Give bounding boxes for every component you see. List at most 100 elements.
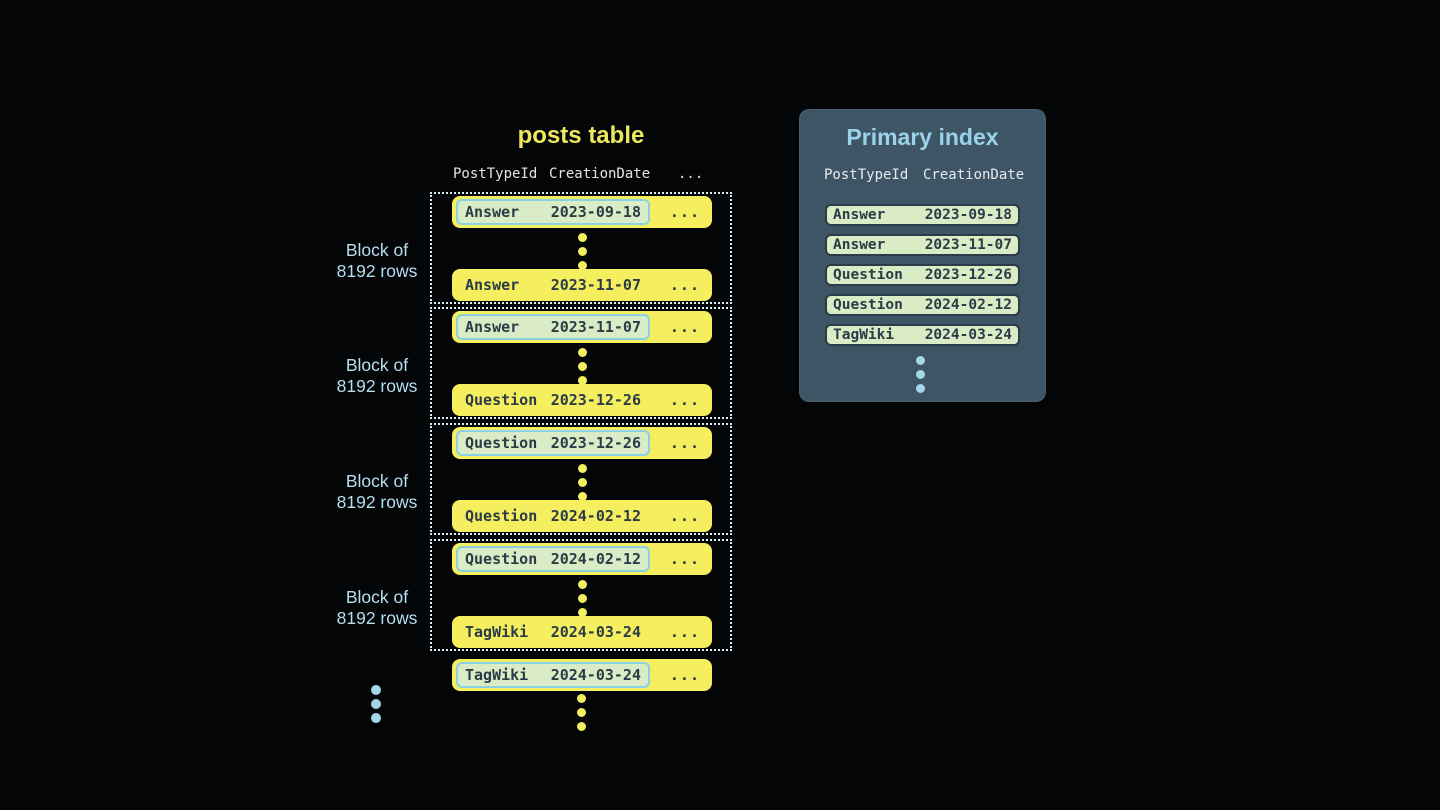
row-key-columns: TagWiki 2024-03-24 <box>456 619 650 645</box>
post-type-value: Question <box>465 550 538 568</box>
table-continues-dots <box>577 694 586 731</box>
dot <box>578 478 587 487</box>
block-label-line1: Block of <box>345 355 409 375</box>
index-key-highlight: Answer 2023-09-18 <box>456 199 650 225</box>
index-key-highlight: Answer 2023-11-07 <box>456 314 650 340</box>
post-type-value: Question <box>465 391 538 409</box>
dot <box>916 384 925 393</box>
creation-date-value: 2023-12-26 <box>550 391 641 409</box>
index-row: Answer 2023-09-18 <box>825 204 1020 226</box>
primary-index-title: Primary index <box>846 124 999 150</box>
post-type-value: Answer <box>465 276 520 294</box>
creation-date-value: 2023-11-07 <box>924 237 1012 253</box>
creation-date-value: 2024-02-12 <box>924 297 1012 313</box>
index-key-highlight: Question 2024-02-12 <box>456 546 650 572</box>
rows-ellipsis-dots <box>578 464 587 501</box>
dot <box>578 608 587 617</box>
post-type-value: Question <box>833 297 903 313</box>
row-key-columns: Question 2024-02-12 <box>456 503 650 529</box>
row-more-columns: ... <box>669 507 700 525</box>
column-header-more: ... <box>678 166 704 182</box>
dot <box>578 580 587 589</box>
creation-date-value: 2024-03-24 <box>550 623 641 641</box>
dot <box>578 492 587 501</box>
row-more-columns: ... <box>669 666 700 684</box>
posts-table-column-headers: PostTypeId CreationDate ... <box>452 166 732 184</box>
post-type-value: Answer <box>833 207 886 223</box>
dot <box>578 348 587 357</box>
block-2: Answer 2023-11-07 ... Question 2023-12-2… <box>430 307 732 419</box>
table-row-first: Answer 2023-09-18 ... <box>452 196 712 228</box>
index-continues-dots <box>916 356 925 393</box>
block-3: Question 2023-12-26 ... Question 2024-02… <box>430 423 732 535</box>
rows-ellipsis-dots <box>578 233 587 270</box>
block-label-line2: 8192 rows <box>336 492 418 512</box>
table-row-last: Question 2023-12-26 ... <box>452 384 712 416</box>
table-row-last: Answer 2023-11-07 ... <box>452 269 712 301</box>
post-type-value: Question <box>833 267 903 283</box>
dot <box>577 708 586 717</box>
column-header-creationdate: CreationDate <box>549 166 651 182</box>
block-label-line1: Block of <box>345 240 409 260</box>
dot <box>578 594 587 603</box>
table-row-first: Question 2023-12-26 ... <box>452 427 712 459</box>
row-more-columns: ... <box>669 434 700 452</box>
column-header-posttypeid: PostTypeId <box>824 167 909 183</box>
block-1: Answer 2023-09-18 ... Answer 2023-11-07 … <box>430 192 732 304</box>
index-key-highlight: TagWiki 2024-03-24 <box>456 662 650 688</box>
creation-date-value: 2024-02-12 <box>550 507 641 525</box>
creation-date-value: 2023-11-07 <box>550 318 641 336</box>
dot <box>577 722 586 731</box>
block-4-label: Block of 8192 rows <box>317 587 437 629</box>
posts-table-title: posts table <box>517 122 645 149</box>
blocks-continue-dots <box>371 685 381 723</box>
row-more-columns: ... <box>669 623 700 641</box>
index-row: Answer 2023-11-07 <box>825 234 1020 256</box>
row-more-columns: ... <box>669 391 700 409</box>
dot <box>578 233 587 242</box>
block-label-line2: 8192 rows <box>336 608 418 628</box>
dot <box>578 261 587 270</box>
dot <box>916 356 925 365</box>
post-type-value: Question <box>465 507 538 525</box>
block-label-line2: 8192 rows <box>336 261 418 281</box>
dot <box>371 685 381 695</box>
creation-date-value: 2023-09-18 <box>550 203 641 221</box>
post-type-value: TagWiki <box>465 623 529 641</box>
block-3-label: Block of 8192 rows <box>317 471 437 513</box>
row-more-columns: ... <box>669 276 700 294</box>
dot <box>371 699 381 709</box>
block-2-label: Block of 8192 rows <box>317 355 437 397</box>
column-header-posttypeid: PostTypeId <box>453 166 538 182</box>
dot <box>916 370 925 379</box>
index-row: Question 2024-02-12 <box>825 294 1020 316</box>
row-more-columns: ... <box>669 203 700 221</box>
creation-date-value: 2024-02-12 <box>550 550 641 568</box>
index-row: Question 2023-12-26 <box>825 264 1020 286</box>
rows-ellipsis-dots <box>578 580 587 617</box>
dot <box>577 694 586 703</box>
dot <box>578 376 587 385</box>
index-row: TagWiki 2024-03-24 <box>825 324 1020 346</box>
creation-date-value: 2023-11-07 <box>550 276 641 294</box>
row-key-columns: Question 2023-12-26 <box>456 387 650 413</box>
primary-index-rows: Answer 2023-09-18 Answer 2023-11-07 Ques… <box>825 204 1020 346</box>
row-more-columns: ... <box>669 318 700 336</box>
primary-index-panel: Primary index PostTypeId CreationDate An… <box>799 109 1046 402</box>
table-row-last: TagWiki 2024-03-24 ... <box>452 616 712 648</box>
table-row-first: Question 2024-02-12 ... <box>452 543 712 575</box>
block-label-line1: Block of <box>345 587 409 607</box>
dot <box>578 464 587 473</box>
post-type-value: Answer <box>465 203 520 221</box>
post-type-value: Question <box>465 434 538 452</box>
dot <box>578 362 587 371</box>
row-more-columns: ... <box>669 550 700 568</box>
dot <box>578 247 587 256</box>
table-row-last: Question 2024-02-12 ... <box>452 500 712 532</box>
row-key-columns: Answer 2023-11-07 <box>456 272 650 298</box>
post-type-value: TagWiki <box>465 666 529 684</box>
creation-date-value: 2023-09-18 <box>924 207 1012 223</box>
block-label-line2: 8192 rows <box>336 376 418 396</box>
dot <box>371 713 381 723</box>
post-type-value: Answer <box>465 318 520 336</box>
